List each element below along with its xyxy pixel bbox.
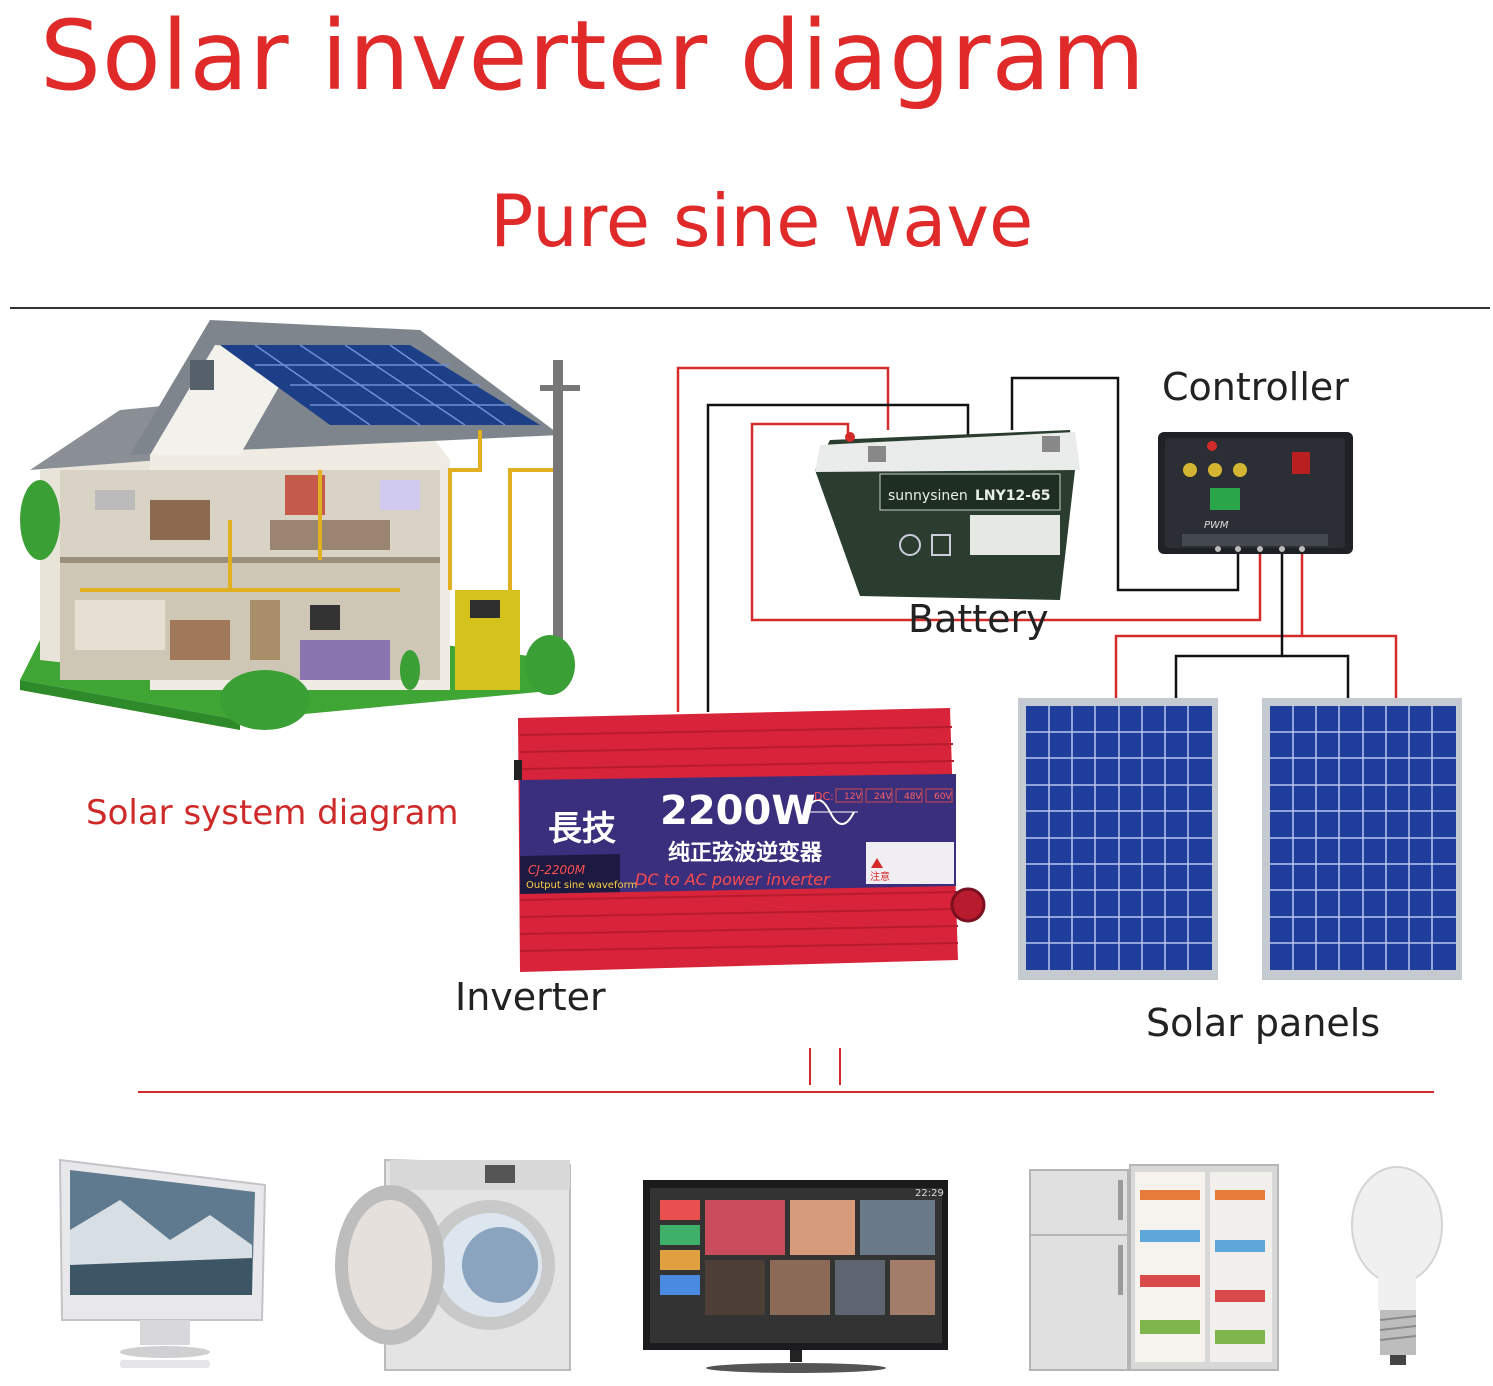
wire-inverter-battery-positive: [676, 366, 890, 712]
washing-machine-icon: [335, 1158, 571, 1371]
solar-panel-left-icon: [1018, 698, 1218, 980]
tv-clock: 22:29: [915, 1188, 944, 1199]
inverter-voltage-60v: 60V: [934, 792, 952, 802]
controller-label-text: Controller: [1162, 365, 1349, 409]
wire-inverter-battery-negative: [706, 403, 970, 712]
refrigerator-icon: [1029, 1164, 1279, 1371]
controller-icon: PWM: [1158, 432, 1353, 554]
light-bulb-icon: [1351, 1166, 1443, 1365]
wire-battery-controller-negative: [1010, 376, 1240, 592]
solar-system-label-text: Solar system diagram: [86, 793, 459, 833]
inverter-label-text: Inverter: [455, 975, 606, 1019]
inverter-voltage-12v: 12V: [844, 792, 862, 802]
wire-battery-controller-positive: [750, 422, 1262, 622]
battery-brand: sunnysinen: [888, 488, 968, 504]
controller-label: PWM: [1204, 520, 1229, 531]
inverter-brand: 長技: [548, 809, 616, 849]
inverter-icon: 長技 2200W 纯正弦波逆变器 DC to AC power inverter…: [514, 708, 986, 972]
house-icon: [20, 320, 580, 730]
wire-controller-panels-negative: [1174, 552, 1284, 698]
inverter-dc-label: DC:: [814, 790, 834, 803]
inverter-voltage-24v: 24V: [874, 792, 892, 802]
inverter-chinese-name: 纯正弦波逆变器: [668, 840, 823, 866]
inverter-warning: 注意: [870, 870, 890, 883]
inverter-model: CJ-2200M: [528, 863, 586, 877]
inverter-waveform: Output sine waveform: [526, 880, 637, 891]
solar-panels-label-text: Solar panels: [1146, 1001, 1381, 1045]
battery-icon: sunnysinen LNY12-65: [815, 430, 1080, 600]
solar-panel-right-icon: [1262, 698, 1462, 980]
wire-controller-panels-positive: [1114, 552, 1304, 698]
battery-label-text: Battery: [908, 597, 1049, 641]
tv-icon: 22:29: [643, 1180, 948, 1373]
monitor-icon: [58, 1158, 267, 1368]
battery-model: LNY12-65: [975, 488, 1051, 504]
warning-icon: [871, 858, 883, 868]
page-subtitle: Pure sine wave: [490, 179, 1034, 263]
inverter-power: 2200W: [660, 788, 815, 834]
inverter-subtitle: DC to AC power inverter: [635, 870, 831, 889]
page-title: Solar inverter diagram: [40, 0, 1146, 112]
inverter-voltage-48v: 48V: [904, 792, 922, 802]
